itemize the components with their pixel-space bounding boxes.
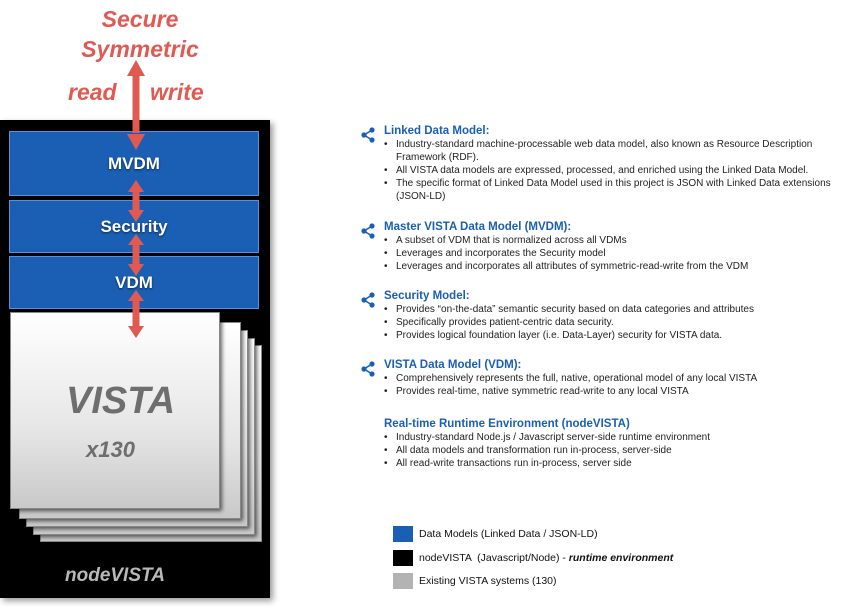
section-title: Master VISTA Data Model (MVDM):	[384, 221, 572, 233]
nodevista-label: nodeVISTA	[65, 565, 165, 586]
section-title: VISTA Data Model (VDM):	[384, 359, 522, 371]
section-title: Real-time Runtime Environment (nodeVISTA…	[384, 418, 630, 430]
bullet: The specific format of Linked Data Model…	[384, 177, 848, 203]
section-title: Linked Data Model:	[384, 125, 490, 137]
section-security-model: Security Model: Provides “on-the-data” s…	[358, 290, 848, 342]
legend-item-existing-vista: Existing VISTA systems (130)	[393, 573, 557, 589]
secure-label: Secure	[101, 6, 179, 32]
read-label: read	[68, 79, 117, 105]
vista-label: VISTA	[66, 380, 176, 422]
bullet: Provides “on-the-data” semantic security…	[384, 303, 848, 316]
share-icon	[361, 223, 375, 239]
share-icon	[361, 292, 375, 308]
legend-swatch-blue	[393, 526, 413, 542]
bullet: Provides logical foundation layer (i.e. …	[384, 329, 848, 342]
vdm-vista-arrow	[128, 290, 144, 338]
bullet: Industry-standard machine-processable we…	[384, 138, 848, 164]
section-linked-data-model: Linked Data Model: Industry-standard mac…	[358, 125, 848, 203]
share-icon	[361, 127, 375, 143]
legend-item-nodevista: nodeVISTA (Javascript/Node) - runtime en…	[393, 550, 673, 566]
mvdm-security-arrow	[128, 180, 144, 222]
section-vdm: VISTA Data Model (VDM): Comprehensively …	[358, 359, 848, 398]
bullet: A subset of VDM that is normalized acros…	[384, 234, 848, 247]
legend-label: Data Models (Linked Data / JSON-LD)	[419, 528, 598, 540]
share-icon	[361, 361, 375, 377]
bullet: All data models and transformation run i…	[384, 444, 848, 457]
legend-item-data-models: Data Models (Linked Data / JSON-LD)	[393, 526, 598, 542]
bullet: All VISTA data models are expressed, pro…	[384, 164, 848, 177]
legend-label-emphasis: runtime environment	[568, 552, 674, 564]
legend-swatch-black	[393, 550, 413, 566]
section-mvdm: Master VISTA Data Model (MVDM): A subset…	[358, 221, 848, 273]
symmetric-label: Symmetric	[81, 36, 199, 62]
arrows	[127, 60, 145, 338]
bullet: Provides real-time, native symmetric rea…	[384, 385, 848, 398]
bullet: Specifically provides patient-centric da…	[384, 316, 848, 329]
bullet: Industry-standard Node.js / Javascript s…	[384, 431, 848, 444]
legend-swatch-gray	[393, 573, 413, 589]
bullet: Leverages and incorporates all attribute…	[384, 260, 848, 273]
bullet: Leverages and incorporates the Security …	[384, 247, 848, 260]
main-double-arrow	[127, 60, 145, 150]
write-label: write	[150, 79, 204, 105]
legend-label: nodeVISTA (Javascript/Node) -	[419, 552, 569, 564]
bullet: All read-write transactions run in-proce…	[384, 457, 848, 470]
vista-card-front	[10, 312, 220, 509]
legend-label: Existing VISTA systems (130)	[419, 575, 557, 587]
security-vdm-arrow	[128, 234, 144, 276]
section-title: Security Model:	[384, 290, 470, 302]
bullet: Comprehensively represents the full, nat…	[384, 372, 848, 385]
section-runtime-environment: Real-time Runtime Environment (nodeVISTA…	[358, 418, 848, 470]
vista-count-label: x130	[86, 437, 135, 462]
